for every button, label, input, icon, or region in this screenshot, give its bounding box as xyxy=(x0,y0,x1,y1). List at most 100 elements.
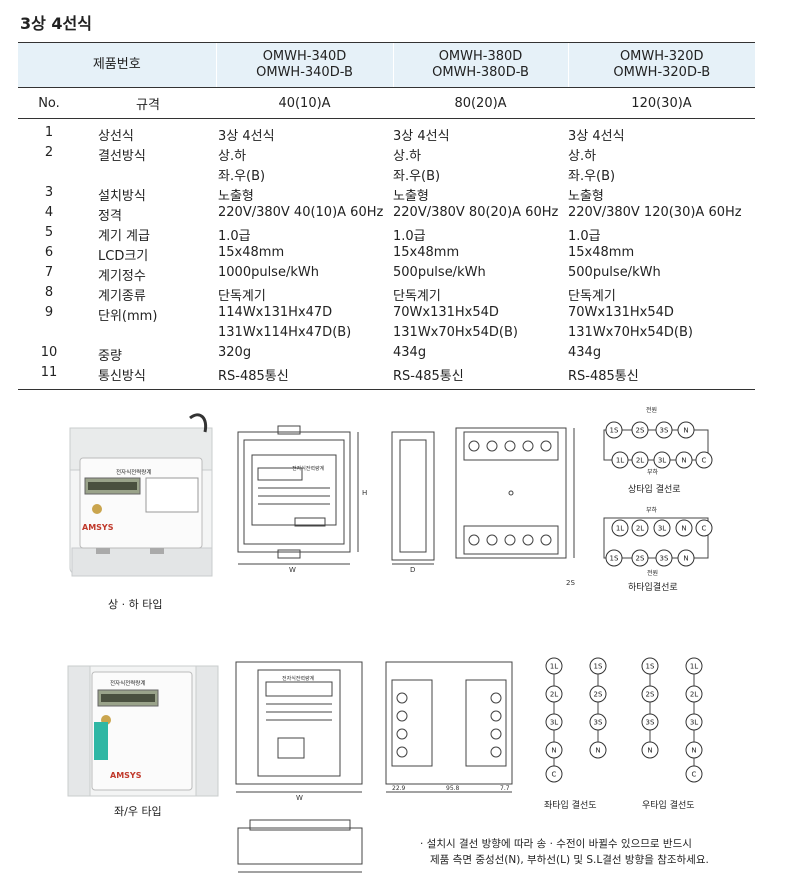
spec-table: 제품번호 OMWH-340D OMWH-340D-B OMWH-380D OMW… xyxy=(18,42,755,390)
row-value-320d: 노출형 xyxy=(568,189,604,204)
row-number: 1 xyxy=(44,125,54,140)
meter-label: 전자식전력량계 xyxy=(116,468,151,476)
front-drawing-top-bottom xyxy=(237,425,359,565)
terminal-label: 2L xyxy=(636,457,644,465)
row-value-340d: 15x48mm xyxy=(218,245,285,260)
terminal-label: 2S xyxy=(594,691,603,699)
terminal-circle xyxy=(611,451,629,469)
row-spec-name: 계기정수 xyxy=(98,269,146,284)
meter-photo-left-right: 전자식전력량계 AMSYS xyxy=(67,665,219,797)
power-label: 전원 xyxy=(647,569,658,577)
terminal-circle xyxy=(655,549,673,567)
row-value-340d: 320g xyxy=(218,345,252,360)
rating-2: 80(20)A xyxy=(393,87,568,119)
terminal-label: C xyxy=(702,457,707,465)
terminal-label: N xyxy=(647,747,652,755)
note-line-1: · 설치시 결선 방향에 따라 송 · 수전이 바뀔수 있으므로 반드시 xyxy=(420,838,692,850)
terminal-label: N xyxy=(595,747,600,755)
header-row: 제품번호 OMWH-340D OMWH-340D-B OMWH-380D OMW… xyxy=(18,42,755,88)
terminal-label: 2L xyxy=(550,691,558,699)
drawing-meter-label: 전자식전력량계 xyxy=(292,465,325,472)
model-line: OMWH-340D OMWH-340D-B xyxy=(256,49,353,80)
power-label: 전원 xyxy=(646,406,657,414)
terminal-label: 1L xyxy=(616,525,624,533)
terminal-label: N xyxy=(683,555,688,563)
terminal-label: C xyxy=(692,771,697,779)
terminal-label: 3L xyxy=(690,719,698,727)
terminal-label: 2S xyxy=(636,555,645,563)
terminal-circle xyxy=(589,741,607,759)
terminal-circle xyxy=(641,657,659,675)
terminal-label: C xyxy=(702,525,707,533)
row-value-340d: 상.하 xyxy=(218,149,247,164)
row-value-380d: 434g xyxy=(393,345,427,360)
meter-label-2: 전자식전력량계 xyxy=(110,679,145,687)
terminal-label: 3S xyxy=(660,427,669,435)
figures-area: 전자식전력량계 AMSYS 전자식전력량계 W H D xyxy=(67,406,713,873)
terminal-circle xyxy=(675,519,693,537)
terminal-label: 3L xyxy=(550,719,558,727)
left-wiring-caption: 좌타입 결선도 xyxy=(544,799,597,811)
terminal-label: 3S xyxy=(646,719,655,727)
rating-1: 40(10)A xyxy=(216,87,393,119)
row-value-320d: RS-485통신 xyxy=(568,365,755,390)
page-title: 3상 4선식 xyxy=(20,14,92,33)
row-value-380d: 노출형 xyxy=(393,189,429,204)
terminal-label: N xyxy=(683,427,688,435)
model-header-3: OMWH-320D OMWH-320D-B xyxy=(567,42,755,88)
terminal-circle xyxy=(685,713,703,731)
row-value-320d: 1.0급 xyxy=(568,229,601,244)
terminal-circle xyxy=(695,519,713,537)
upper-wiring-caption: 상타입 결선로 xyxy=(628,483,681,495)
row-value-380d: 220V/380V 80(20)A 60Hz xyxy=(393,205,559,220)
terminal-label: 2S xyxy=(646,691,655,699)
terminal-circle xyxy=(631,451,649,469)
row-value-380d: 3상 4선식 xyxy=(393,129,450,144)
lower-wiring-caption: 하타입결선로 xyxy=(628,581,678,593)
dim-h: H xyxy=(362,489,367,497)
no-header: No. xyxy=(18,87,80,119)
brand-label: AMSYS xyxy=(82,523,114,532)
terminal-circle xyxy=(631,421,649,439)
row-value-320d: 단독계기 xyxy=(568,289,616,304)
row-number: 11 xyxy=(18,365,80,390)
back-drawing-left-right xyxy=(385,661,513,793)
row-number: 7 xyxy=(44,265,54,280)
load-label: 부하 xyxy=(647,468,659,476)
model-line: OMWH-380D OMWH-380D-B xyxy=(432,49,529,80)
row-value-340d: 1000pulse/kWh xyxy=(218,265,319,280)
terminal-circle xyxy=(677,421,695,439)
dim-229: 22.9 xyxy=(392,785,406,792)
terminal-label: N xyxy=(691,747,696,755)
row-value-340d: 노출형 xyxy=(218,189,254,204)
row-number: 3 xyxy=(44,185,54,200)
terminal-circle xyxy=(589,713,607,731)
terminal-circle xyxy=(653,451,671,469)
drawing-meter-label-2: 전자식전력량계 xyxy=(282,675,315,682)
terminal-circle xyxy=(641,685,659,703)
row-value-340d: 1.0급 xyxy=(218,229,251,244)
type1-caption: 상 · 하 타입 xyxy=(108,597,162,611)
row-spec-name xyxy=(80,165,216,185)
terminal-label: C xyxy=(552,771,557,779)
dim-77: 7.7 xyxy=(500,785,510,792)
rating-row: No. 규격 40(10)A 80(20)A 120(30)A xyxy=(18,87,755,119)
terminal-circle xyxy=(677,549,695,567)
row-value-380d: 단독계기 xyxy=(393,289,441,304)
row-value-380d: RS-485통신 xyxy=(393,365,568,390)
row-spec-name: 계기종류 xyxy=(98,289,146,304)
terminal-circle xyxy=(685,741,703,759)
terminal-label: 1S xyxy=(610,427,619,435)
row-spec-name: 계기 계급 xyxy=(98,229,150,244)
row-value-340d: 좌.우(B) xyxy=(218,169,266,184)
row-number: 4 xyxy=(44,205,54,220)
terminal-circle xyxy=(685,685,703,703)
